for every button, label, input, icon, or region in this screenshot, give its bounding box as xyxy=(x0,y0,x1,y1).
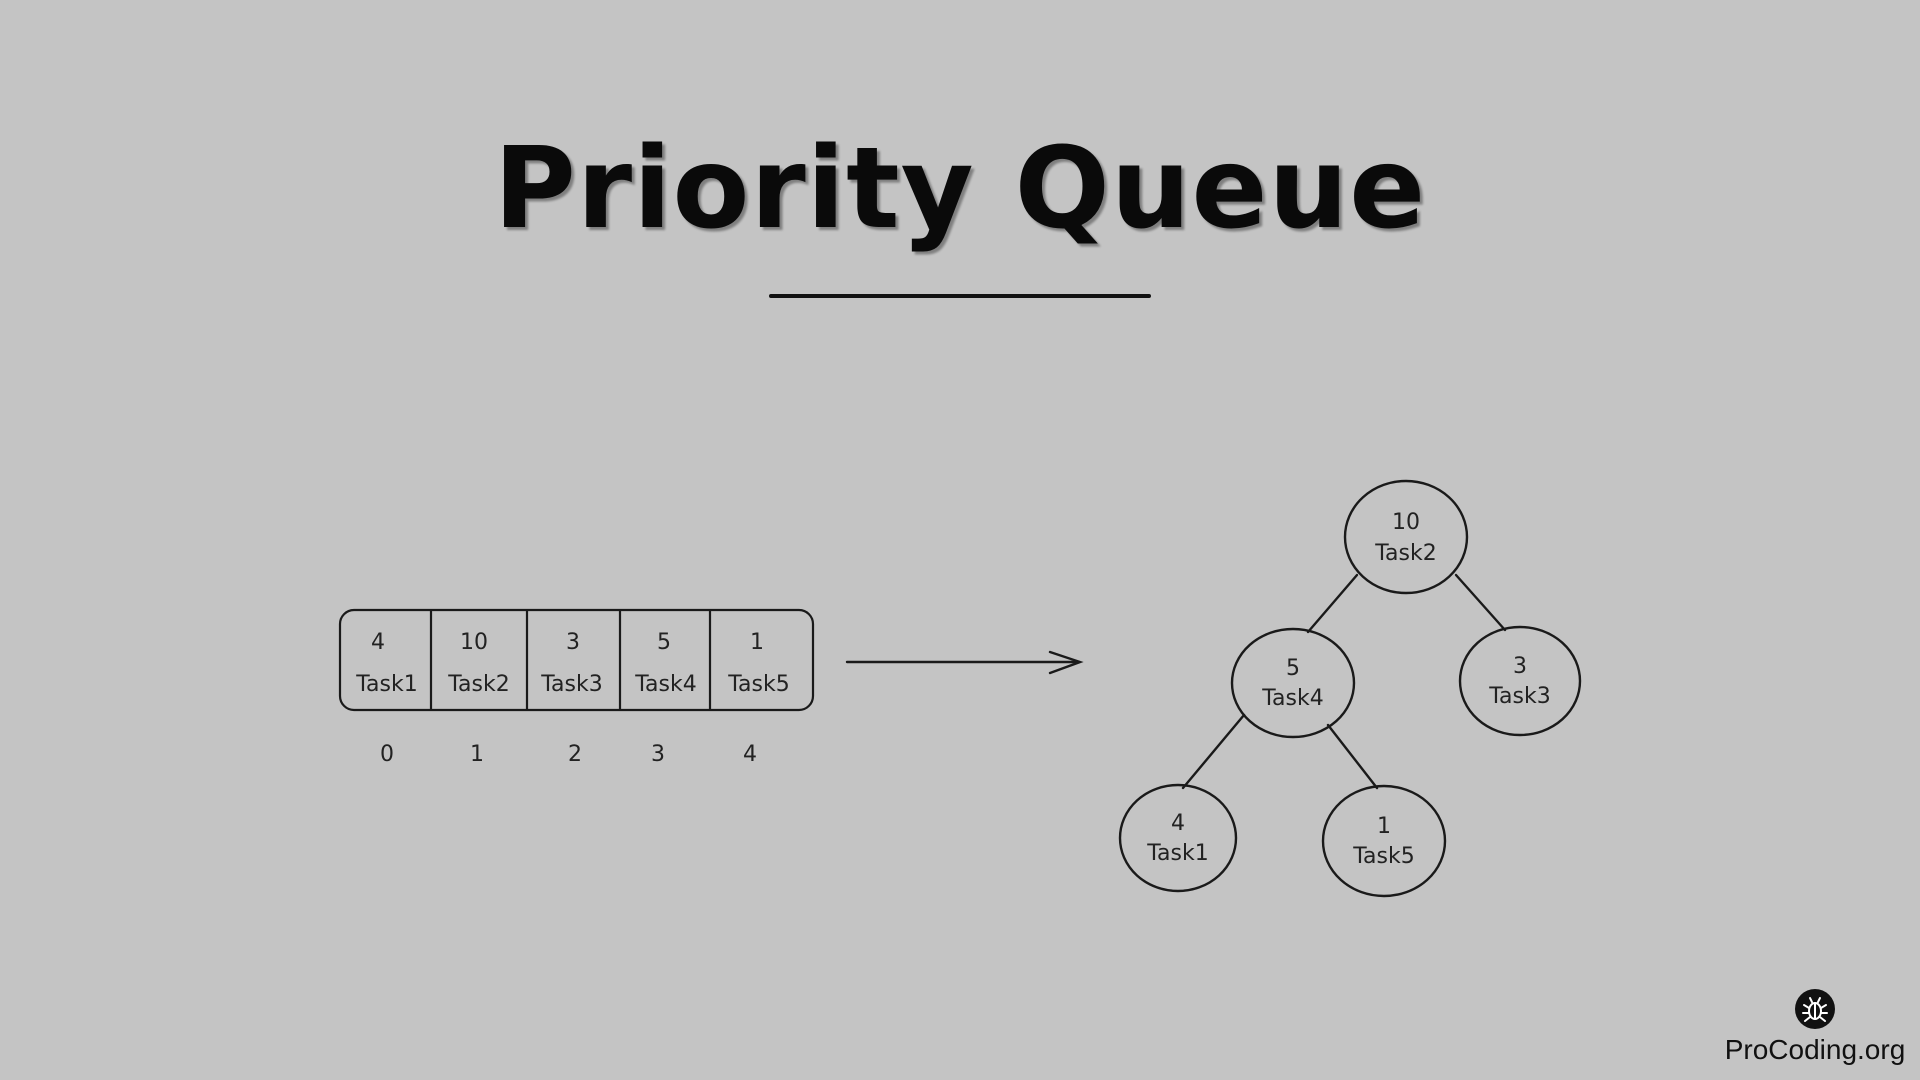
arrow xyxy=(845,650,1084,675)
array-cell-priority: 1 xyxy=(750,630,764,655)
heap-node-right xyxy=(1458,625,1582,737)
array-cell-task: Task2 xyxy=(447,672,509,697)
heap-node-priority: 10 xyxy=(1392,510,1420,535)
heap-node-left-right xyxy=(1321,784,1447,898)
array-index: 3 xyxy=(651,742,665,767)
heap-node-root xyxy=(1343,479,1469,595)
array-cell-priority: 4 xyxy=(371,630,385,655)
array-cell-task: Task5 xyxy=(727,672,789,697)
array-cell-task: Task1 xyxy=(355,672,417,697)
heap-node-task: Task4 xyxy=(1261,686,1323,711)
arrow-head xyxy=(1048,650,1084,675)
array-cell-priority: 3 xyxy=(566,630,580,655)
array-index: 1 xyxy=(470,742,484,767)
array-cell-priority: 10 xyxy=(460,630,488,655)
array-cell-task: Task4 xyxy=(634,672,696,697)
page-title: Priority Queue xyxy=(493,124,1427,254)
array-index: 2 xyxy=(568,742,582,767)
heap-node-left-left xyxy=(1118,783,1238,893)
heap-edges xyxy=(1181,573,1507,790)
heap-node-task: Task5 xyxy=(1352,844,1414,869)
heap-node-task: Task1 xyxy=(1146,841,1208,866)
heap-node-task: Task3 xyxy=(1488,684,1550,709)
heap-node-priority: 3 xyxy=(1513,654,1527,679)
heap-node-priority: 4 xyxy=(1171,811,1185,836)
heap-node-priority: 1 xyxy=(1377,814,1391,839)
heap-edge xyxy=(1181,713,1246,790)
array xyxy=(338,608,815,712)
heap-edge xyxy=(1306,573,1359,634)
heap-edge xyxy=(1326,723,1379,790)
heap-nodes xyxy=(1118,479,1582,898)
bug-icon xyxy=(1795,989,1835,1029)
heap-node-task: Task2 xyxy=(1374,541,1436,566)
array-index: 0 xyxy=(380,742,394,767)
brand-logo: ProCoding.org xyxy=(1720,988,1910,1066)
heap-node-left xyxy=(1230,627,1356,739)
heap-edge xyxy=(1454,573,1507,632)
title-underline xyxy=(769,294,1151,298)
array-cell-task: Task3 xyxy=(540,672,602,697)
heap-node-priority: 5 xyxy=(1286,656,1300,681)
array-outline xyxy=(338,608,815,712)
array-cell-priority: 5 xyxy=(657,630,671,655)
brand-name: ProCoding.org xyxy=(1724,1034,1906,1065)
array-index: 4 xyxy=(743,742,757,767)
